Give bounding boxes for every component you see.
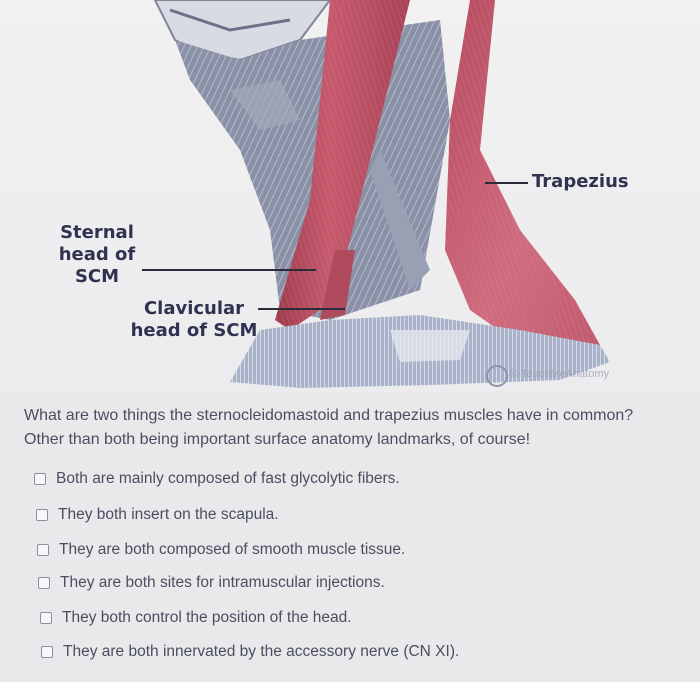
checkbox[interactable] xyxy=(38,577,50,589)
option-6[interactable]: They are both innervated by the accessor… xyxy=(41,643,459,661)
watermark-text: © TeachMeAnatomy xyxy=(510,368,610,380)
neck-anatomy-illustration xyxy=(142,0,610,388)
checkbox[interactable] xyxy=(36,509,48,521)
option-label: They are both composed of smooth muscle … xyxy=(59,541,406,558)
clavicular-label-line-1: Clavicular xyxy=(143,298,245,319)
option-label: They are both innervated by the accessor… xyxy=(63,643,460,660)
option-label: Both are mainly composed of fast glycoly… xyxy=(56,470,400,487)
trapezius-label: Trapezius xyxy=(532,171,629,192)
option-4[interactable]: They are both sites for intramuscular in… xyxy=(38,574,385,592)
copyright-icon xyxy=(486,365,508,387)
option-5[interactable]: They both control the position of the he… xyxy=(40,609,352,627)
question-line-1: What are two things the sternocleidomast… xyxy=(24,407,634,424)
sternal-label-line-1: Sternal xyxy=(60,222,134,243)
option-label: They both control the position of the he… xyxy=(62,609,352,626)
anatomy-figure: Sternal head of SCM Clavicular head of S… xyxy=(0,0,700,392)
clavicular-label-line-2: head of SCM xyxy=(130,320,258,341)
option-1[interactable]: Both are mainly composed of fast glycoly… xyxy=(34,470,400,488)
clavicular-head-label: Clavicular head of SCM xyxy=(130,298,258,342)
question-line-2: Other than both being important surface … xyxy=(24,431,531,448)
question-text: What are two things the sternocleidomast… xyxy=(24,404,700,452)
sternal-label-line-2: head of xyxy=(58,244,136,265)
checkbox[interactable] xyxy=(37,544,49,556)
option-label: They are both sites for intramuscular in… xyxy=(60,574,385,591)
sternal-label-line-3: SCM xyxy=(74,266,120,287)
option-3[interactable]: They are both composed of smooth muscle … xyxy=(37,541,405,559)
checkbox[interactable] xyxy=(34,473,46,485)
option-2[interactable]: They both insert on the scapula. xyxy=(36,506,279,524)
option-label: They both insert on the scapula. xyxy=(58,506,279,523)
sternal-head-label: Sternal head of SCM xyxy=(56,222,138,288)
checkbox[interactable] xyxy=(40,612,52,624)
checkbox[interactable] xyxy=(41,646,53,658)
